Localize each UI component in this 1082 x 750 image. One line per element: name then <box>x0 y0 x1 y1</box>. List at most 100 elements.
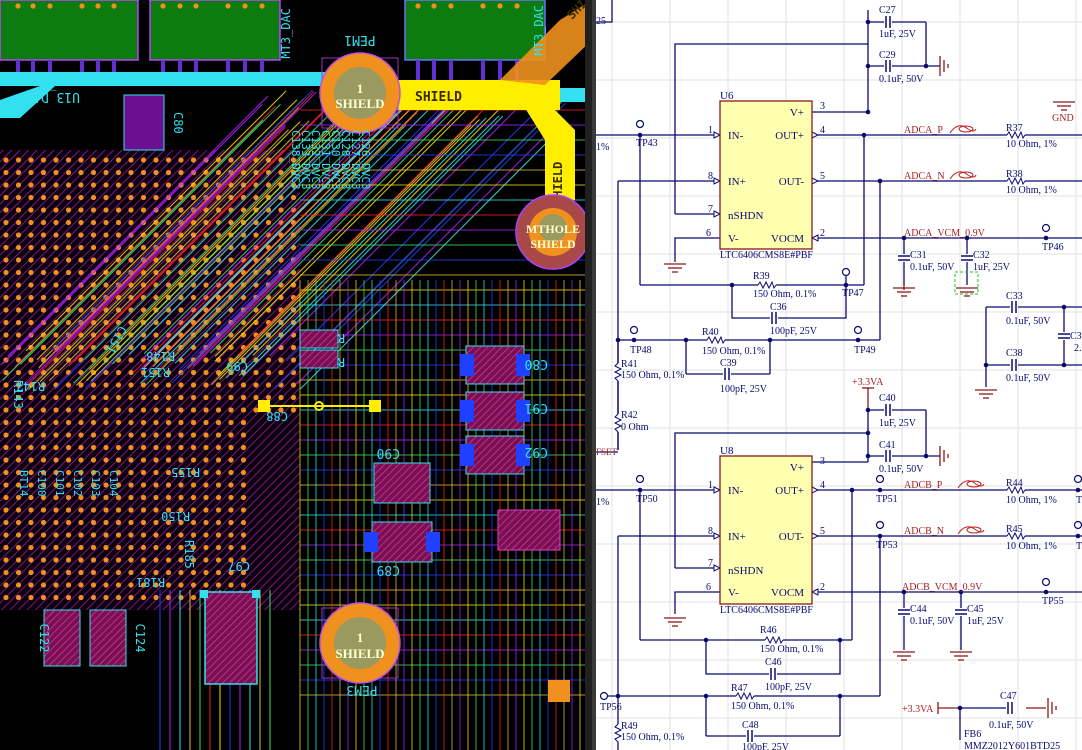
bga-ball <box>153 332 159 338</box>
bga-ball <box>228 457 234 463</box>
bga-ball <box>215 557 222 563</box>
pin-arrow-icon <box>810 234 819 242</box>
trace <box>300 128 561 390</box>
bga-ball <box>215 544 222 551</box>
r44-value: 10 Ohm, 1% <box>1006 495 1057 506</box>
r44-ref: R44 <box>1006 478 1023 489</box>
shield-pad-pem3[interactable] <box>319 602 401 684</box>
svg-text:7: 7 <box>708 204 713 215</box>
schematic-pane[interactable]: U6 LTC6406CMS8E#PBF 1 IN- 8 IN+ 7 nSHDN … <box>596 0 1082 750</box>
bga-ball <box>15 182 22 188</box>
bga-ball <box>128 157 134 163</box>
junction <box>855 337 861 343</box>
bga-ball <box>203 369 209 376</box>
trace <box>48 120 310 382</box>
bga-ball <box>3 494 9 501</box>
bga-ball <box>90 469 97 476</box>
bga-ball <box>53 419 59 426</box>
u8-opamp[interactable] <box>719 455 813 605</box>
selected-trace[interactable] <box>258 400 381 412</box>
c99-designator: C99 <box>226 359 248 373</box>
bga-ball <box>90 244 97 251</box>
bga-ball <box>3 394 9 401</box>
bga-ball <box>3 169 9 176</box>
bga-ball <box>190 582 197 588</box>
bga-ball <box>190 444 197 451</box>
bga-ball <box>78 482 84 488</box>
bga-ball <box>103 182 109 188</box>
bga-ball <box>90 419 97 426</box>
trace <box>171 122 433 384</box>
bga-ball <box>203 332 209 338</box>
cap-pad <box>460 444 474 466</box>
bga-ball <box>240 419 247 426</box>
bga-ball <box>78 557 84 563</box>
bga-ball <box>78 257 84 263</box>
bga-ball <box>78 532 84 538</box>
bga-ball <box>53 457 59 463</box>
bga-ball <box>65 469 72 476</box>
trace <box>177 90 438 352</box>
r38-value: 10 Ohm, 1% <box>1006 185 1057 196</box>
selection-box[interactable] <box>954 271 979 295</box>
connector-finger <box>416 60 420 86</box>
bga-ball <box>40 307 47 313</box>
resistor-icon <box>764 635 784 645</box>
mt3-right-label: MT3_DAC <box>532 5 546 56</box>
junction <box>703 693 709 699</box>
offset-label: FSET <box>596 447 618 457</box>
pcb-layout-pane[interactable]: SHIELD SHIELD SHIE 1 SHIELD PEM1 MTHOLE … <box>0 0 592 750</box>
bga-ball <box>53 569 59 576</box>
bga-ball <box>215 582 222 588</box>
diff-pair-icon <box>957 526 985 535</box>
mounting-hole-shield[interactable] <box>515 194 591 270</box>
bga-ball <box>290 194 297 201</box>
testpoint-icon <box>1041 577 1051 587</box>
bga-ball <box>140 382 147 388</box>
bga-ball <box>15 294 22 301</box>
testpoint-icon <box>841 267 851 277</box>
trace <box>187 108 449 370</box>
schematic-canvas[interactable]: U6 LTC6406CMS8E#PBF 1 IN- 8 IN+ 7 nSHDN … <box>596 0 1082 750</box>
bga-ball <box>15 419 22 426</box>
bga-ball <box>90 157 97 163</box>
bga-ball <box>140 419 147 426</box>
trace <box>142 98 403 360</box>
trace <box>103 103 364 365</box>
bga-ball <box>128 194 134 201</box>
resistor-icon <box>614 414 622 432</box>
diff-pair-icon <box>966 526 982 534</box>
bga-ball <box>53 532 59 538</box>
bga-ball <box>115 407 122 413</box>
bga-ball <box>65 544 72 551</box>
bga-ball <box>53 194 59 201</box>
trace <box>152 106 414 367</box>
bga-ball <box>178 394 184 401</box>
bga-ball <box>40 482 47 488</box>
testpoint-icon <box>1073 520 1082 530</box>
capacitor-icon <box>723 368 731 380</box>
bga-ball <box>90 432 97 438</box>
bga-ball <box>78 569 84 576</box>
bga-ball <box>103 494 109 501</box>
connector-pin <box>15 3 21 9</box>
bga-ball <box>153 169 159 176</box>
u6-opamp[interactable] <box>719 100 813 250</box>
pcb-canvas[interactable]: SHIELD SHIELD SHIE 1 SHIELD PEM1 MTHOLE … <box>0 0 592 750</box>
pane-splitter[interactable] <box>592 0 596 750</box>
bga-ball <box>3 482 9 488</box>
shield-pad-pem1[interactable] <box>319 52 401 134</box>
bga-ball <box>128 294 134 301</box>
r185-designator: R185 <box>182 540 196 569</box>
bga-ball <box>3 369 9 376</box>
bga-ball <box>215 269 222 276</box>
pcb-scroll-edge[interactable] <box>585 0 592 750</box>
bga-ball <box>28 269 34 276</box>
bga-ball <box>3 157 9 163</box>
bga-ball <box>3 244 9 251</box>
bga-ball <box>165 469 172 476</box>
bga-ball <box>40 282 47 288</box>
junction <box>861 132 867 138</box>
bga-ball <box>203 394 209 401</box>
svg-text:6: 6 <box>706 228 711 239</box>
